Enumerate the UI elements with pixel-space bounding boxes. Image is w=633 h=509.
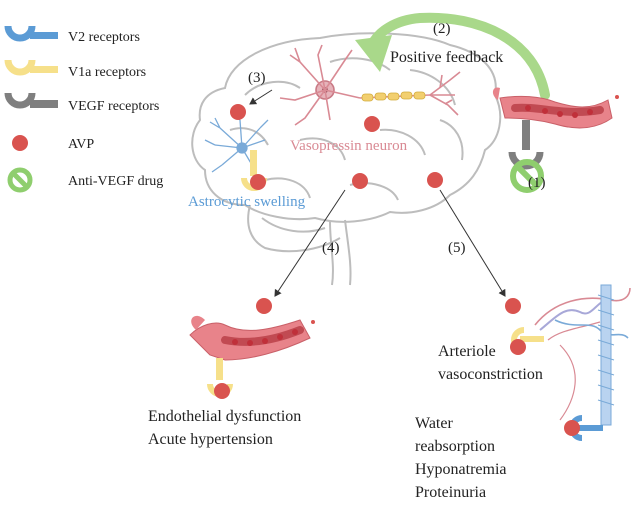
- arrow-step5: [439, 189, 506, 297]
- label-step5: (5): [448, 240, 466, 256]
- legend: V2 receptors V1a receptors VEGF receptor…: [4, 25, 163, 193]
- avp-dot-astrocyte: [250, 174, 266, 190]
- anti-vegf-drug-blocker: [510, 159, 544, 193]
- legend-antivegf-label: Anti-VEGF drug: [68, 174, 163, 189]
- arteriole-glomerulus-icon: [534, 287, 631, 421]
- avp-dot-brain-2: [364, 116, 380, 132]
- anti-vegf-icon: [7, 167, 33, 193]
- vasopressin-neuron-icon: [279, 44, 461, 126]
- legend-vegf-label: VEGF receptors: [68, 99, 159, 114]
- v1a-receptor-icon: [4, 59, 58, 76]
- arrow-step4: [274, 189, 346, 297]
- label-endothelial-dysfunction: Endothelial dysfunction: [148, 408, 301, 425]
- arrow-step3: [249, 89, 273, 105]
- astrocyte-icon: [204, 111, 269, 173]
- label-step3: (3): [248, 70, 266, 86]
- label-water: Water: [415, 415, 453, 432]
- label-step4: (4): [322, 240, 340, 256]
- vessel-vegf-receptor: [508, 120, 544, 170]
- vessel-bottom-left: [189, 315, 315, 361]
- positive-feedback-arrow: [355, 12, 550, 100]
- legend-avp-label: AVP: [68, 137, 94, 152]
- avp-dot-arteriole-bound: [510, 339, 526, 355]
- vessel-top-right: [492, 87, 619, 129]
- label-vasopressin-neuron: Vasopressin neuron: [290, 138, 408, 154]
- avp-dot-endothelial-bound: [214, 383, 230, 399]
- label-proteinuria: Proteinuria: [415, 484, 486, 501]
- myelin-sheath: [361, 91, 426, 102]
- label-step2: (2): [433, 21, 451, 37]
- avp-dot-brain-1: [230, 104, 246, 120]
- legend-v2-label: V2 receptors: [68, 30, 140, 45]
- legend-v1a-label: V1a receptors: [68, 65, 146, 80]
- label-step1: (1): [528, 175, 546, 191]
- label-vasoconstriction: vasoconstriction: [438, 366, 543, 383]
- collecting-duct: [597, 284, 615, 426]
- label-astrocytic-swelling: Astrocytic swelling: [188, 194, 306, 210]
- avp-dot-icon: [12, 135, 28, 151]
- vegf-receptor-icon: [4, 92, 58, 109]
- avp-dot-duct-bound: [564, 420, 580, 436]
- label-hyponatremia: Hyponatremia: [415, 461, 507, 478]
- v2-receptor-icon: [4, 25, 58, 42]
- label-reabsorption: reabsorption: [415, 438, 495, 455]
- label-acute-hypertension: Acute hypertension: [148, 431, 273, 448]
- avp-dot-endothelial-free: [256, 298, 272, 314]
- avp-dot-brain-4: [427, 172, 443, 188]
- brain-outline: [191, 32, 502, 286]
- label-arteriole: Arteriole: [438, 343, 496, 360]
- avp-dot-brain-3: [352, 173, 368, 189]
- avp-dot-arteriole-free: [505, 298, 521, 314]
- label-positive-feedback: Positive feedback: [390, 49, 503, 66]
